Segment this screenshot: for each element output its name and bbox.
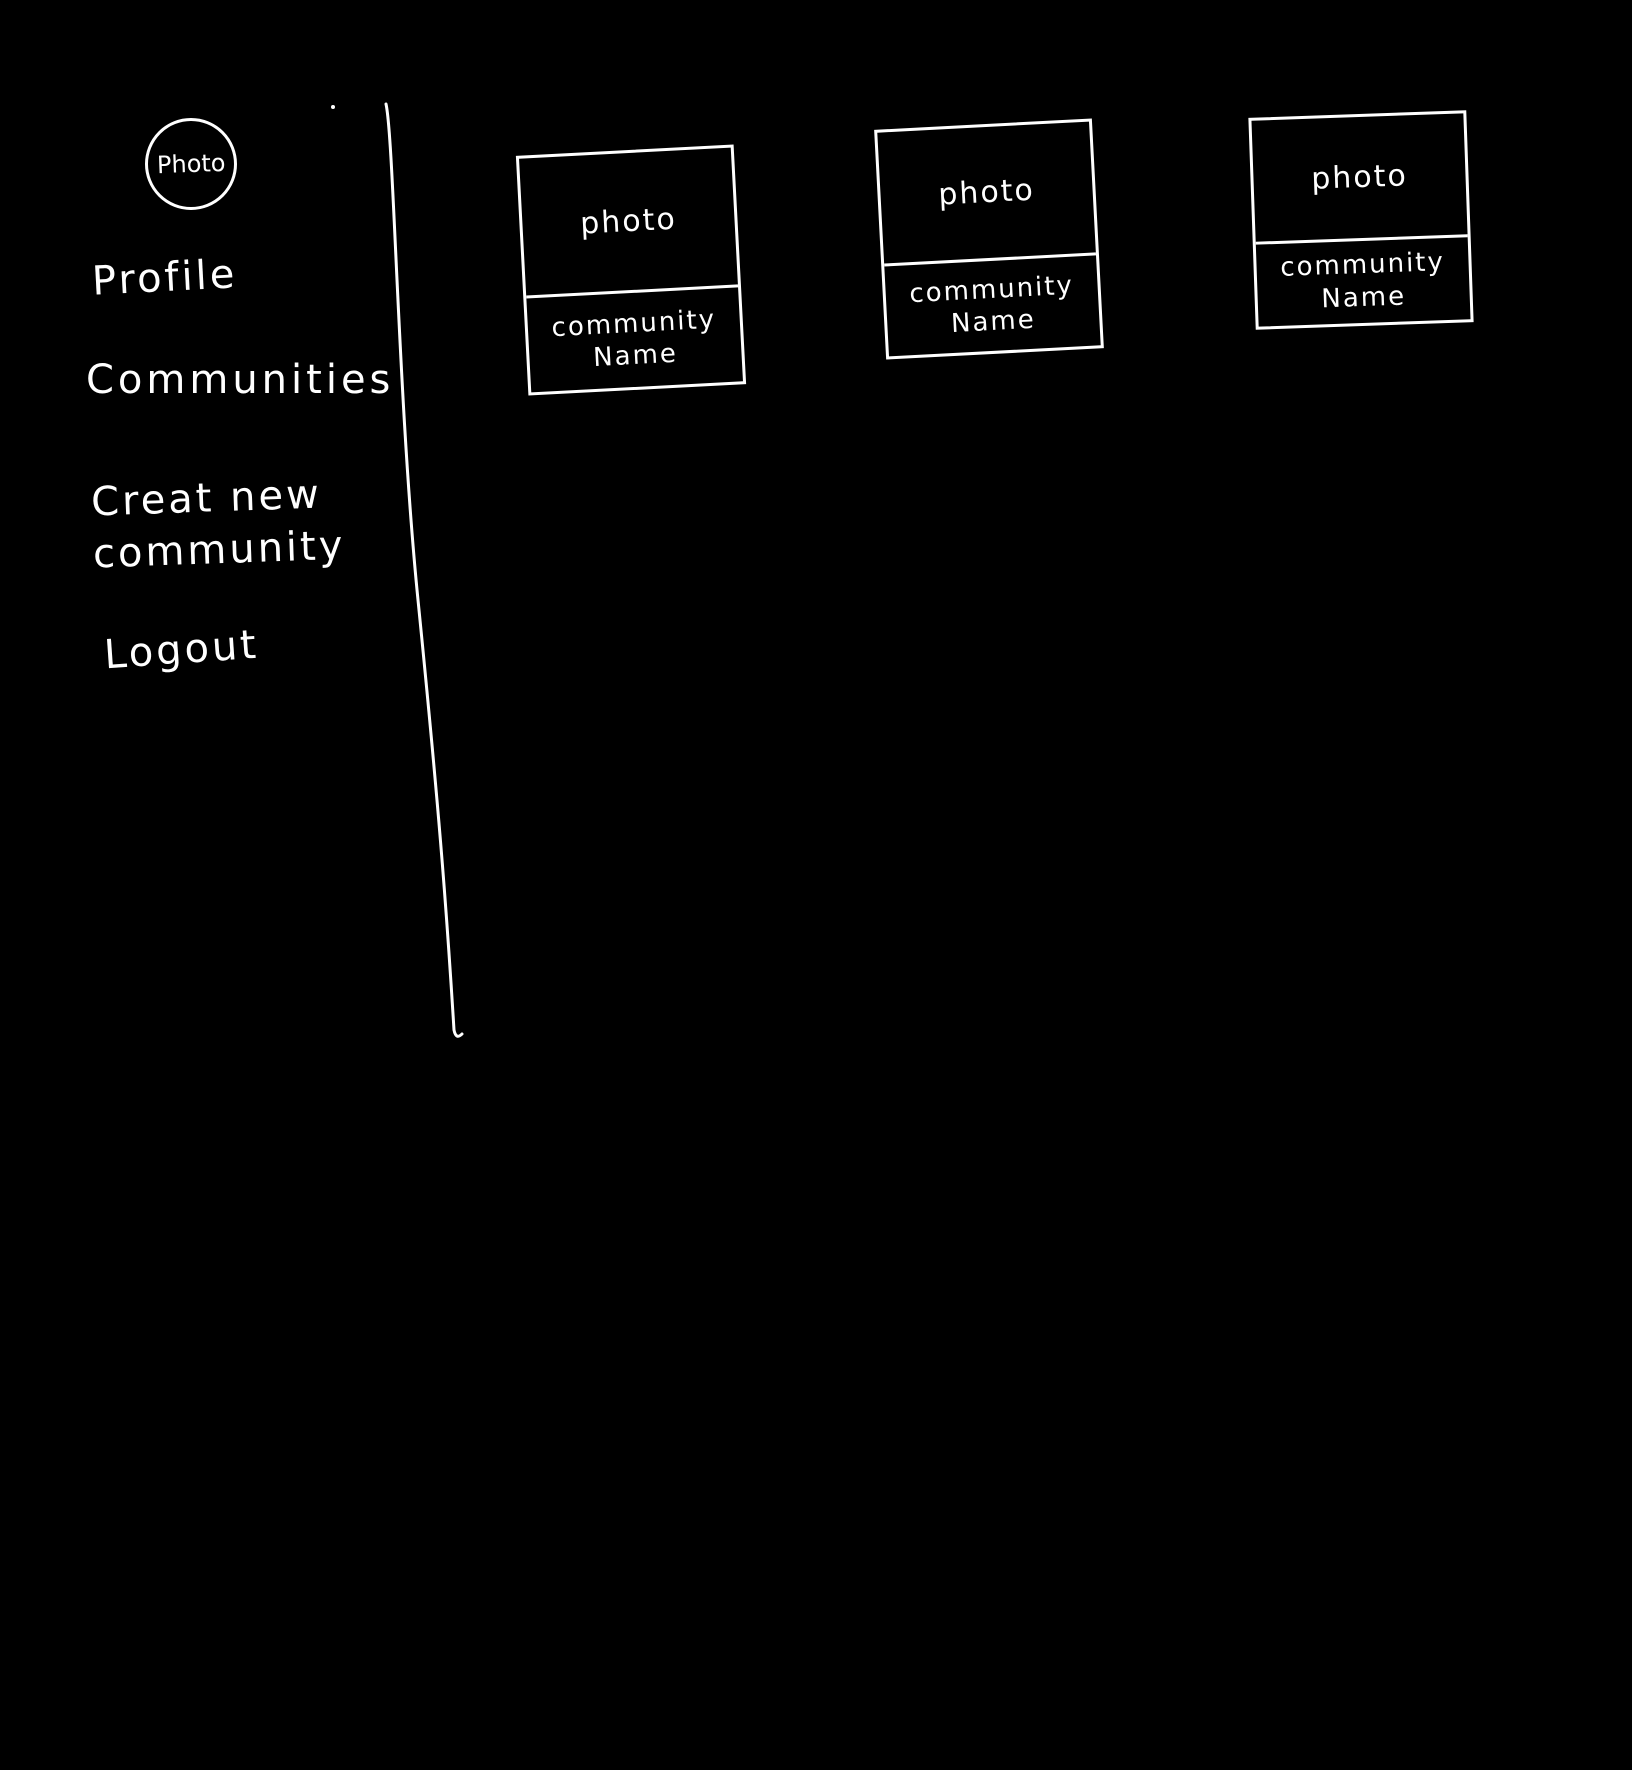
community-photo-label: photo [579, 201, 678, 242]
community-photo: photo [877, 121, 1097, 267]
communities-grid: photo community Name photo community Nam… [470, 0, 1632, 1770]
sidebar-item-communities[interactable]: Communities [86, 357, 395, 403]
profile-avatar[interactable]: Photo [145, 118, 237, 210]
avatar-label: Photo [156, 148, 226, 180]
community-card[interactable]: photo community Name [1248, 110, 1474, 330]
sidebar-item-logout[interactable]: Logout [102, 621, 261, 679]
community-photo: photo [519, 147, 739, 299]
community-photo: photo [1251, 113, 1468, 245]
community-card[interactable]: photo community Name [874, 118, 1104, 360]
community-photo-label: photo [1310, 158, 1409, 197]
sidebar: Photo Profile Communities Creat new comm… [0, 0, 440, 1040]
community-name: community Name [550, 304, 717, 374]
community-photo-label: photo [937, 172, 1036, 213]
community-name: community Name [1279, 247, 1446, 315]
community-name: community Name [908, 270, 1075, 340]
sidebar-item-profile[interactable]: Profile [90, 251, 239, 305]
sidebar-item-create-new-community[interactable]: Creat new community [90, 471, 347, 578]
community-card[interactable]: photo community Name [515, 144, 747, 396]
